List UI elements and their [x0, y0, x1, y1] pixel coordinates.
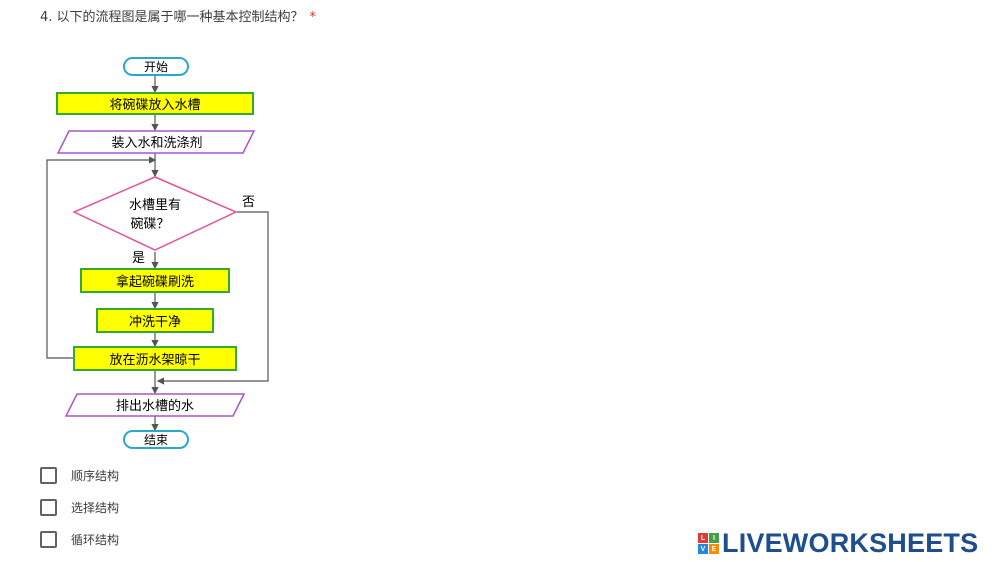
output-label: 排出水槽的水	[116, 398, 194, 414]
process-step-1-label: 将碗碟放入水槽	[109, 97, 200, 113]
option-checkbox[interactable]	[40, 530, 57, 548]
option-sequential[interactable]: 顺序结构	[40, 465, 119, 485]
start-terminal	[123, 57, 189, 76]
mark-letter: E	[709, 544, 719, 554]
option-checkbox[interactable]	[40, 498, 57, 516]
no-branch-label: 否	[242, 195, 255, 210]
decision-label-line2: 碗碟？	[130, 216, 169, 232]
required-mark: *	[309, 10, 317, 25]
mark-letter: V	[698, 544, 708, 554]
flowchart: 开始 将碗碟放入水槽 装入水和洗涤剂 水槽里有 碗碟？ 否 是 拿起碗碟刷洗 冲…	[46, 57, 269, 449]
live-mark-icon: L I V E	[698, 533, 719, 554]
question-text: 4. 以下的流程图是属于哪一种基本控制结构？	[40, 10, 304, 25]
decision-diamond	[72, 176, 238, 251]
process-step-2-label: 拿起碗碟刷洗	[116, 274, 194, 290]
process-step-1	[56, 92, 254, 115]
process-step-4-label: 放在沥水架晾干	[109, 352, 200, 368]
process-step-3-label: 冲洗干净	[129, 315, 181, 330]
brand-text: LIVEWORKSHEETS	[722, 528, 979, 558]
start-label: 开始	[144, 60, 168, 74]
decision-label-line1: 水槽里有	[129, 198, 181, 213]
process-step-3	[96, 308, 214, 333]
end-terminal	[123, 430, 189, 449]
process-step-4	[73, 346, 237, 371]
input-parallelogram	[56, 130, 256, 154]
mark-letter: I	[709, 533, 719, 543]
end-label: 结束	[144, 433, 168, 447]
yes-branch-label: 是	[132, 251, 145, 266]
output-parallelogram	[64, 393, 246, 417]
option-label: 循环结构	[71, 532, 120, 547]
question-header: 4. 以下的流程图是属于哪一种基本控制结构？ *	[40, 6, 316, 25]
option-selection[interactable]: 选择结构	[40, 497, 119, 517]
flow-connectors	[46, 75, 269, 432]
option-label: 选择结构	[71, 500, 120, 515]
option-loop[interactable]: 循环结构	[40, 529, 119, 549]
option-checkbox[interactable]	[40, 466, 57, 484]
option-label: 顺序结构	[71, 468, 120, 483]
liveworksheets-logo: L I V E LIVEWORKSHEETS	[698, 528, 978, 559]
mark-letter: L	[698, 533, 708, 543]
process-step-2	[80, 268, 230, 293]
input-label: 装入水和洗涤剂	[111, 136, 202, 151]
